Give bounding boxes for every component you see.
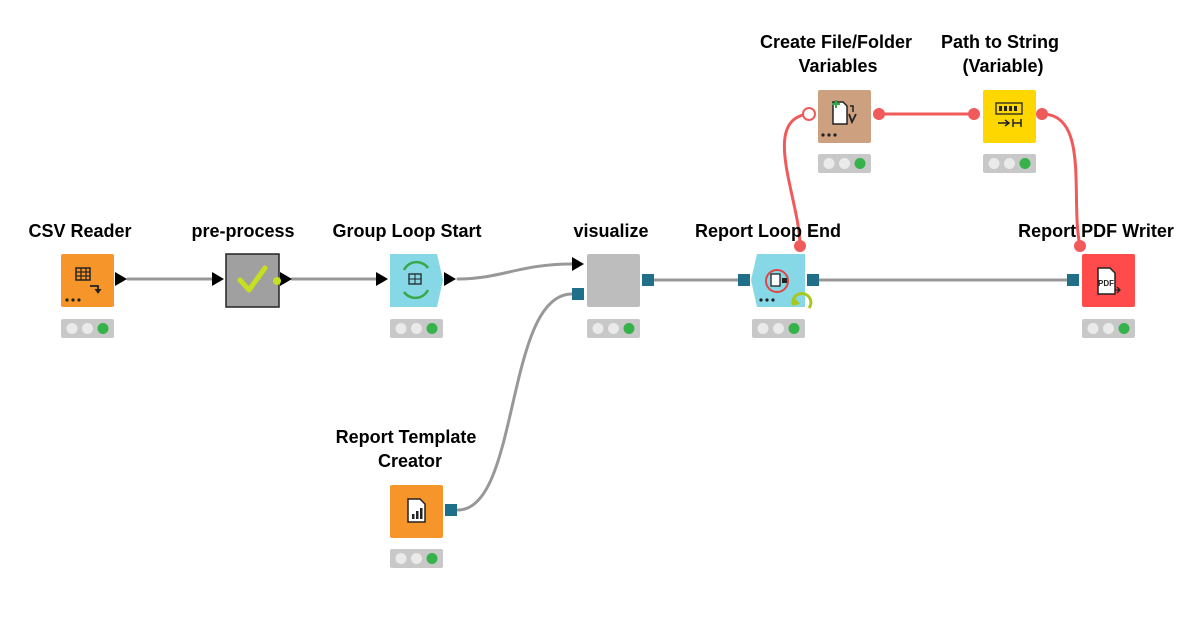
connections	[126, 112, 1082, 512]
status-traffic-light	[587, 319, 640, 338]
node-label-line1: Create File/Folder	[760, 32, 912, 52]
node-label-line2: Variables	[798, 56, 877, 76]
status-traffic-light	[752, 319, 805, 338]
input-image-port[interactable]	[738, 274, 750, 286]
report-document-icon	[407, 498, 426, 523]
input-image-port[interactable]	[1067, 274, 1079, 286]
status-traffic-light	[390, 549, 443, 568]
node-report-loop-end[interactable]: Report Loop End	[695, 221, 841, 338]
node-label-line2: (Variable)	[962, 56, 1043, 76]
variable-input-port[interactable]	[1074, 240, 1086, 252]
node-label: CSV Reader	[28, 221, 131, 241]
node-label-line1: Report Template	[336, 427, 477, 447]
status-traffic-light	[1082, 319, 1135, 338]
output-image-port[interactable]	[445, 504, 457, 516]
output-image-port[interactable]	[807, 274, 819, 286]
node-label: Group Loop Start	[333, 221, 482, 241]
node-path-to-string-variable[interactable]: Path to String (Variable)	[941, 32, 1059, 173]
svg-text:PDF: PDF	[1098, 279, 1114, 288]
metanode-state-dot	[273, 277, 281, 285]
node-label: visualize	[573, 221, 648, 241]
input-table-port[interactable]	[572, 257, 584, 271]
output-table-port[interactable]	[115, 272, 127, 286]
variable-output-port[interactable]	[1036, 108, 1048, 120]
report-loop-icon	[759, 269, 813, 309]
output-table-port[interactable]	[280, 272, 292, 286]
variable-input-port[interactable]	[802, 107, 816, 121]
node-label: Report Loop End	[695, 221, 841, 241]
node-body[interactable]	[225, 253, 280, 308]
connection-loopstart-to-visualize[interactable]	[456, 262, 574, 281]
table-arrow-icon	[65, 267, 102, 302]
status-traffic-light	[983, 154, 1036, 173]
connection-template-to-visualize[interactable]	[456, 292, 574, 512]
pdf-document-icon: PDF	[1097, 267, 1121, 295]
output-table-port[interactable]	[444, 272, 456, 286]
file-variable-icon	[821, 100, 857, 137]
node-visualize[interactable]: visualize	[572, 221, 654, 338]
node-body[interactable]	[983, 90, 1036, 143]
variable-connection-loopend-to-createfile[interactable]	[782, 112, 810, 248]
node-group-loop-start[interactable]: Group Loop Start	[333, 221, 482, 338]
checkmark-icon	[237, 265, 268, 293]
node-body[interactable]	[587, 254, 640, 307]
node-pre-process[interactable]: pre-process	[191, 221, 295, 308]
path-string-icon	[995, 102, 1023, 127]
status-traffic-light	[390, 319, 443, 338]
variable-input-port[interactable]	[968, 108, 980, 120]
node-csv-reader[interactable]: CSV Reader	[28, 221, 132, 338]
status-traffic-light	[818, 154, 871, 173]
loop-table-icon	[402, 260, 430, 300]
variable-output-port[interactable]	[873, 108, 885, 120]
node-report-template-creator[interactable]: Report Template Creator	[336, 427, 477, 568]
node-label-line1: Path to String	[941, 32, 1059, 52]
input-image-port[interactable]	[572, 288, 584, 300]
status-traffic-light	[61, 319, 114, 338]
input-table-port[interactable]	[376, 272, 388, 286]
node-label: pre-process	[191, 221, 294, 241]
variable-connection-pathstring-to-pdfwriter[interactable]	[1040, 112, 1082, 248]
node-create-file-folder-variables[interactable]: Create File/Folder Variables	[760, 32, 912, 173]
variable-output-port[interactable]	[794, 240, 806, 252]
node-label-line2: Creator	[378, 451, 442, 471]
node-label: Report PDF Writer	[1018, 221, 1174, 241]
node-report-pdf-writer[interactable]: Report PDF Writer PDF	[1018, 221, 1174, 338]
node-body[interactable]	[390, 254, 443, 307]
output-image-port[interactable]	[642, 274, 654, 286]
input-table-port[interactable]	[212, 272, 224, 286]
